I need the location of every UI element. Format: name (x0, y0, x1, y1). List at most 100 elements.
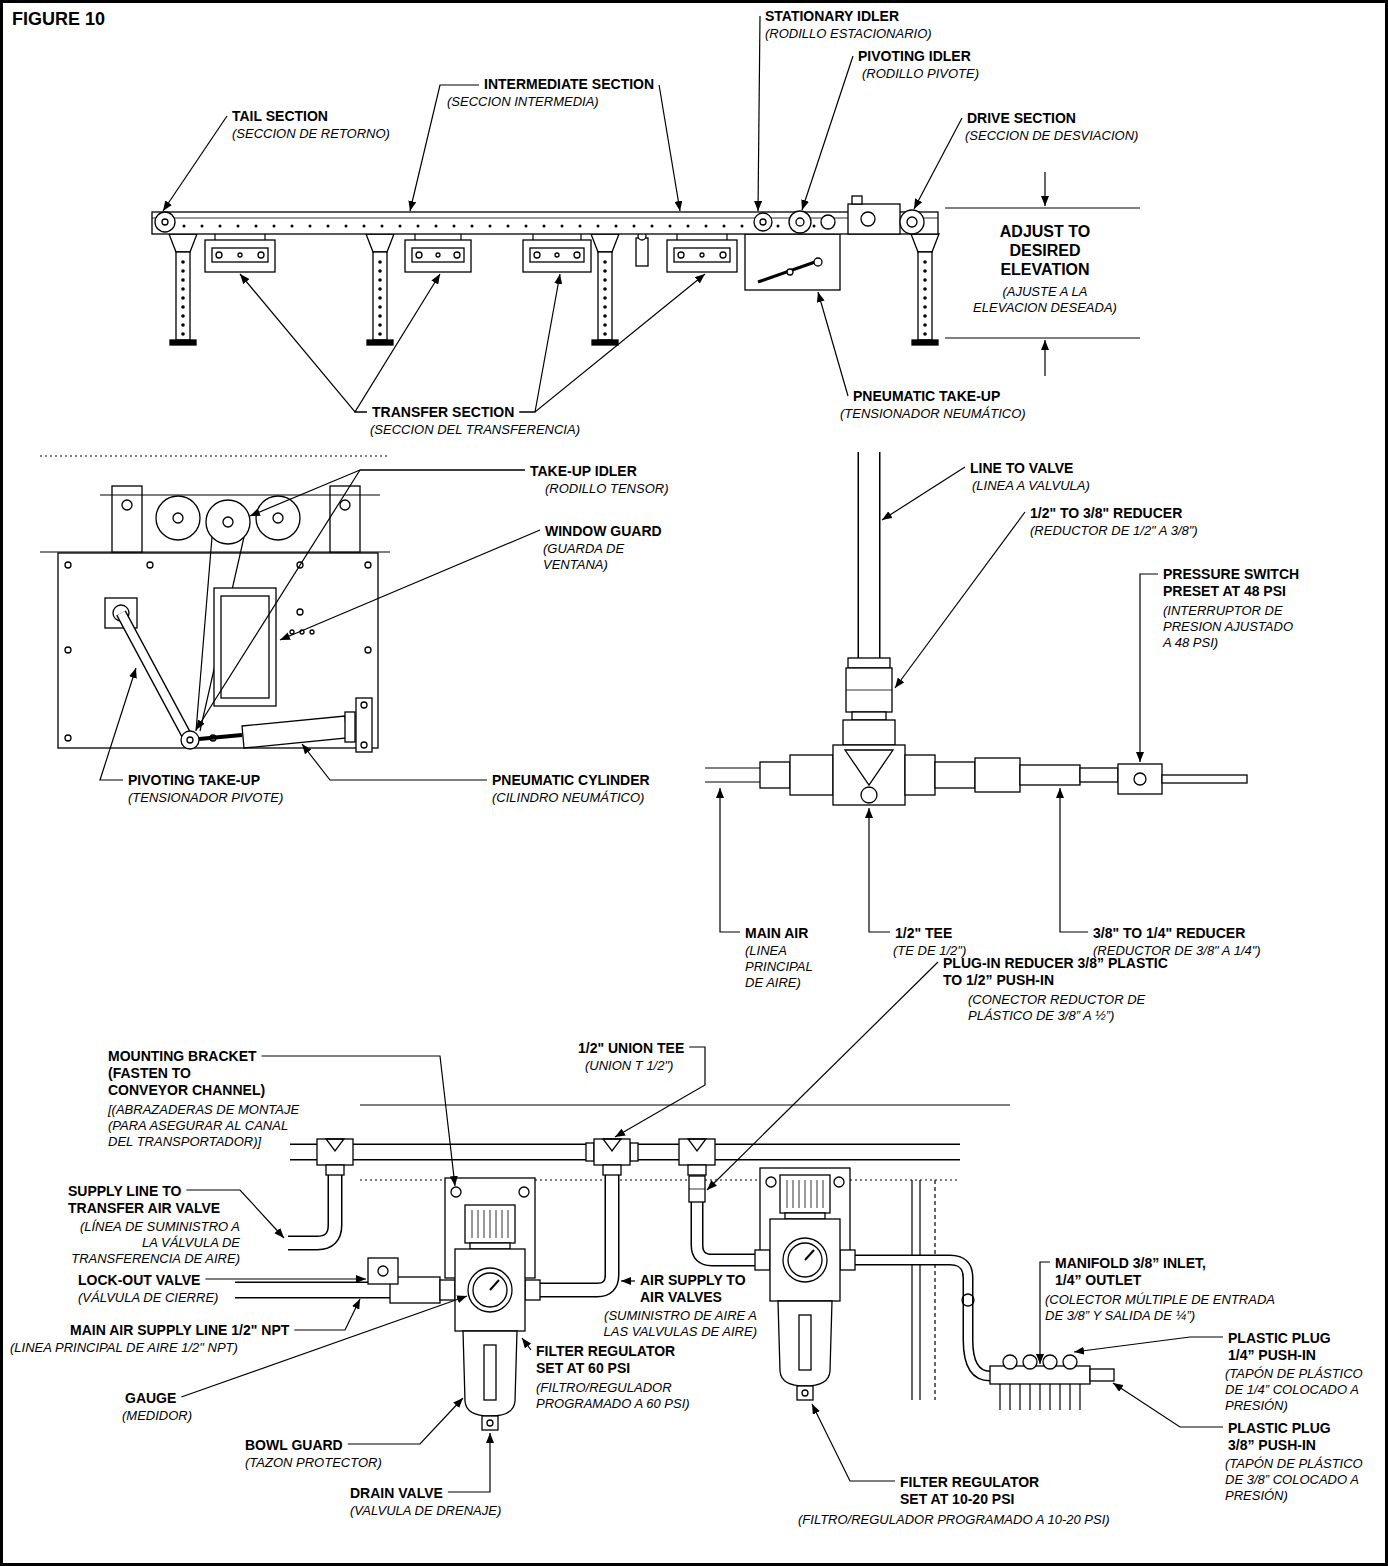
pivot (814, 258, 822, 266)
pipe-outline (121, 613, 188, 738)
bonnet (785, 1213, 825, 1219)
take-up-panel (58, 553, 378, 748)
reducer-tip (1080, 768, 1118, 782)
outlet-port (840, 1250, 855, 1270)
leg-hole (378, 287, 382, 291)
frame-hole (363, 225, 366, 228)
translation-label: (TENSIONADOR NEUMÁTICO) (840, 406, 1026, 422)
frame-hole (615, 225, 618, 228)
outlet-tube (999, 1384, 1000, 1410)
frame-hole (237, 225, 240, 228)
manifold-cap (1063, 1355, 1077, 1369)
gauge-needle (490, 1280, 499, 1290)
leader-line (659, 85, 680, 211)
pivoting-idler (789, 211, 811, 233)
leg-hole (181, 314, 185, 318)
leg-hole (603, 260, 607, 264)
leg-hole (923, 269, 927, 273)
hanger (726, 234, 727, 240)
leg-hole (603, 314, 607, 318)
leg-hole (181, 296, 185, 300)
drain-valve (482, 1416, 498, 1430)
part-label: LINE TO VALVE (970, 460, 1073, 477)
union-nut (630, 1143, 638, 1161)
hanger (532, 234, 533, 240)
bonnet (470, 1243, 510, 1249)
reducer-nut (848, 658, 890, 668)
knob-rib (478, 1210, 479, 1238)
leader-line (895, 512, 1025, 688)
leg-hole (923, 305, 927, 309)
pulley-hub (162, 219, 168, 225)
pipe-nut (760, 762, 790, 788)
manifold (990, 1366, 1090, 1384)
transfer-module (205, 240, 275, 272)
translation-label: (MEDIDOR) (122, 1408, 192, 1424)
leg-hole (181, 260, 185, 264)
leader-line (758, 16, 760, 211)
leader-line (100, 668, 136, 780)
transfer-module (405, 240, 471, 272)
outlet-tube (1029, 1384, 1030, 1410)
translation-label: (TAZON PROTECTOR) (245, 1455, 382, 1471)
leader-line (448, 1433, 490, 1492)
part-label: FILTER REGULATOR SET AT 10-20 PSI (900, 1474, 1060, 1508)
translation-label: (SUMINISTRO DE AIRE A LAS VALVULAS DE AI… (585, 1308, 757, 1340)
window-guard (214, 588, 276, 706)
leader-line (818, 292, 848, 396)
tee-neck (843, 720, 895, 745)
frame-hole (579, 225, 582, 228)
leader-line (621, 1280, 635, 1281)
leg-hole (181, 269, 185, 273)
leg-bracket (169, 234, 197, 252)
translation-label: (SECCION DEL TRANSFERENCIA) (370, 422, 580, 438)
frame-hole (777, 225, 780, 228)
panel-hole (290, 630, 294, 634)
inlet-port (755, 1250, 770, 1270)
translation-label: (COLECTOR MÚLTIPLE DE ENTRADA DE 3/8” Y … (1045, 1292, 1285, 1324)
leader-line (240, 274, 367, 412)
mount-bolt (361, 702, 367, 708)
leader-line (1074, 1337, 1223, 1352)
hanger (460, 234, 461, 240)
outlet-tube (1049, 1384, 1050, 1410)
leg-hole (603, 305, 607, 309)
tee-mark (688, 1139, 706, 1151)
fitting (454, 252, 460, 258)
outlet-tube (1069, 1384, 1070, 1410)
plastic-plug (1090, 1369, 1114, 1381)
part-label: PLUG-IN REDUCER 3/8” PLASTIC TO 1/2” PUS… (943, 955, 1179, 989)
leader-line (262, 1056, 455, 1186)
translation-label: (LINEA PRINCIPAL DE AIRE 1/2" NPT) (10, 1340, 238, 1356)
reducer-ring (852, 712, 886, 720)
channel-edge (919, 1180, 920, 1400)
bowl-guard (463, 1331, 517, 1416)
leader-lines (100, 16, 1223, 1492)
leg-foot (592, 340, 618, 345)
outlet-tube (1079, 1384, 1080, 1410)
leg-bracket (366, 234, 394, 252)
bracket-bolt (766, 1177, 776, 1187)
leg-hole (378, 278, 382, 282)
frame-hole (561, 225, 564, 228)
leader-line (802, 56, 853, 210)
pipe-outline (858, 452, 881, 660)
tee-outlet (688, 1165, 706, 1175)
belt (100, 494, 380, 495)
idler-hub (223, 517, 233, 527)
part-label: TAIL SECTION (232, 108, 328, 125)
frame-hole (687, 225, 690, 228)
part-label: PLASTIC PLUG 1/4” PUSH-IN (1228, 1330, 1348, 1364)
window-opening (221, 596, 269, 698)
leg-bracket (911, 234, 939, 252)
leader-line (720, 788, 740, 932)
mini-filter (636, 238, 648, 266)
take-up-housing (745, 234, 840, 290)
translation-label: (VÁLVULA DE CIERRE) (78, 1290, 218, 1306)
frame-hole (417, 225, 420, 228)
translation-label: (GUARDA DE VENTANA) (543, 541, 635, 573)
pressure-switch (1118, 764, 1162, 794)
panel-bolt (65, 562, 71, 568)
part-label: DRIVE SECTION (967, 110, 1076, 127)
